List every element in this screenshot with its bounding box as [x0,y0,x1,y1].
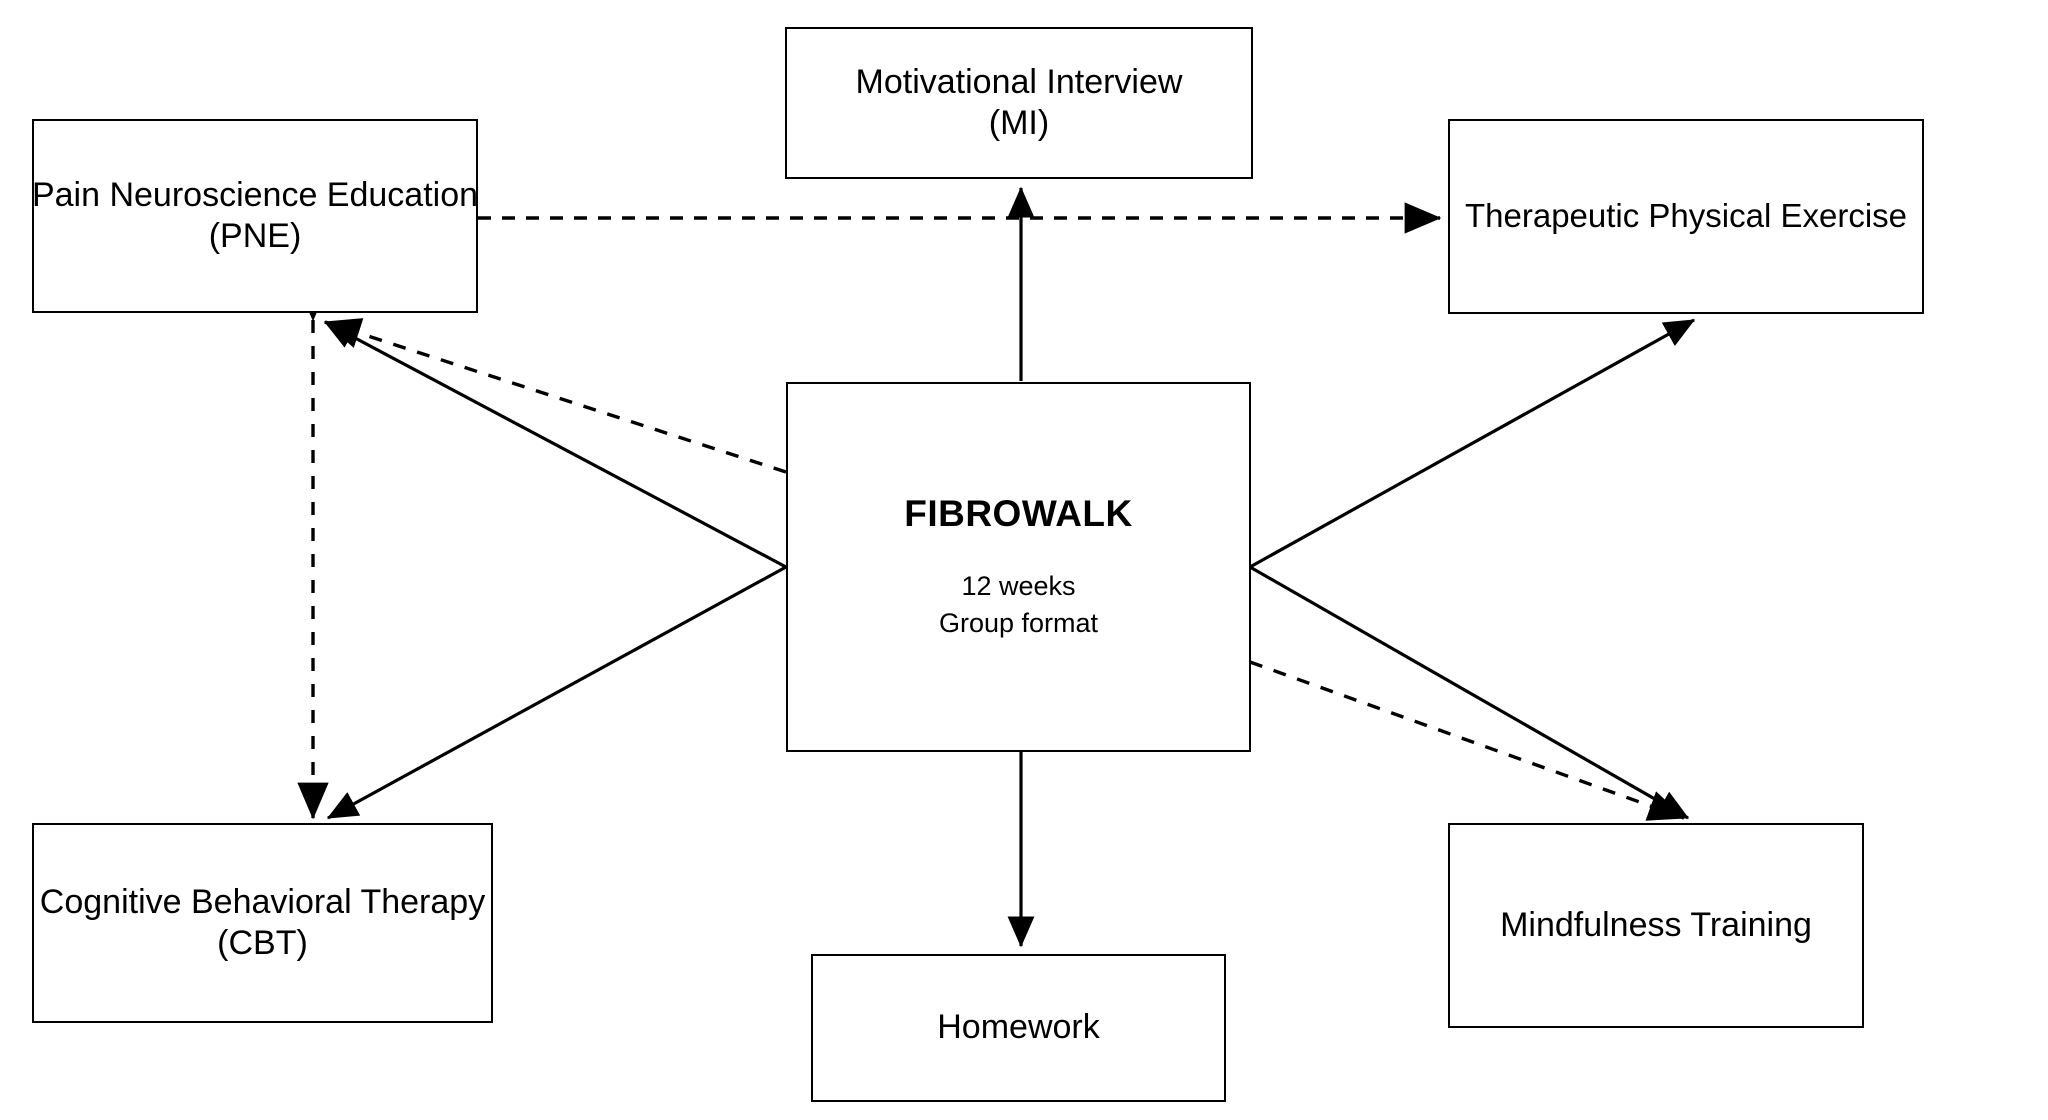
node-motivational-interview[interactable]: Motivational Interview (MI) [785,27,1253,179]
node-cognitive-behavioral-therapy[interactable]: Cognitive Behavioral Therapy (CBT) [32,823,493,1023]
node-label-cbt-line1: Cognitive Behavioral Therapy [39,882,486,921]
fibrowalk-title: FIBROWALK [904,493,1133,535]
node-label-homework-line1: Homework [937,1008,1100,1047]
node-label-pne-line2: (PNE) [208,217,302,255]
node-label-mi-line1: Motivational Interview [855,62,1183,101]
fibrowalk-format: Group format [938,608,1099,638]
node-label-tpe-line1: Therapeutic Physical Exercise [1464,197,1908,235]
edge-fibrowalk-to-pne-dashed [323,318,787,474]
node-label-mindfulness-line1: Mindfulness Training [1500,905,1812,944]
edge-fibrowalk-to-mindfulness [1249,565,1690,820]
edge-fibrowalk-to-mindfulness-dashed [1249,660,1686,821]
node-homework[interactable]: Homework [811,954,1226,1102]
node-therapeutic-physical-exercise[interactable]: Therapeutic Physical Exercise [1448,119,1924,314]
edge-fibrowalk-to-tpe [1249,318,1696,569]
edge-fibrowalk-to-cbt [326,565,787,820]
node-mindfulness-training[interactable]: Mindfulness Training [1448,823,1864,1028]
node-label-pne-line1: Pain Neuroscience Education [31,175,479,214]
fibrowalk-duration: 12 weeks [961,571,1076,602]
node-fibrowalk[interactable]: FIBROWALK 12 weeks Group format [786,382,1251,752]
node-pain-neuroscience-education[interactable]: Pain Neuroscience Education (PNE) [32,119,478,313]
node-label-cbt-line2: (CBT) [217,924,308,962]
node-label-mi-line2: (MI) [988,104,1050,142]
edge-fibrowalk-to-pne [323,320,787,569]
